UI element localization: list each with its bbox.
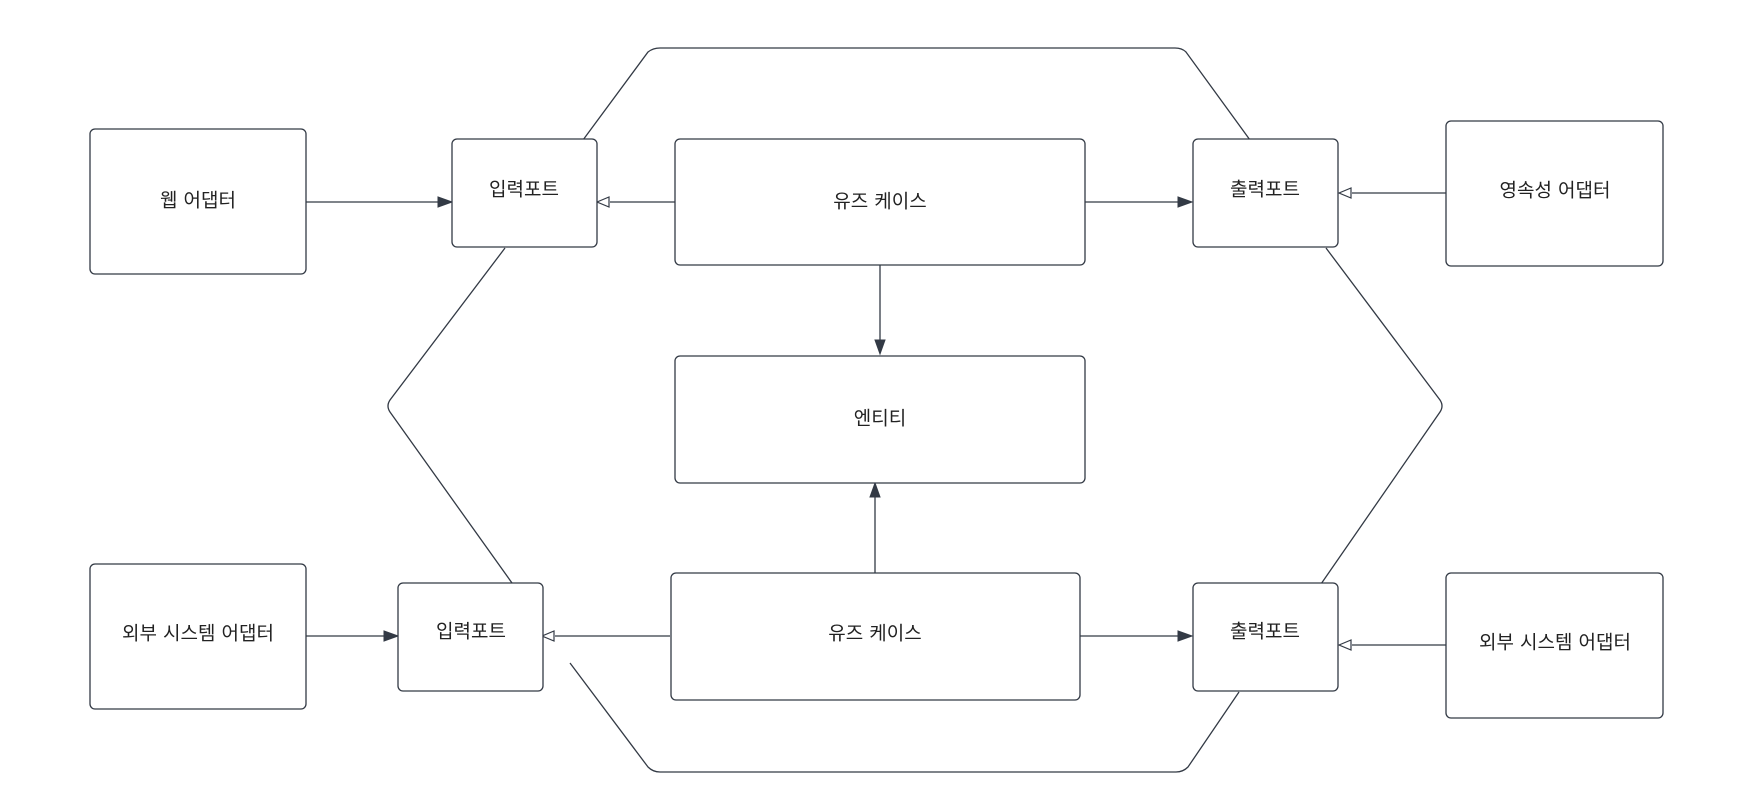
hexagon-upper-left-edge — [387, 247, 513, 584]
node-label: 입력포트 — [436, 621, 506, 643]
node-label: 외부 시스템 어댑터 — [122, 623, 274, 645]
node-box — [674, 138, 1086, 266]
node-label: 출력포트 — [1230, 179, 1300, 201]
node-output-port-top: 출력포트 — [1192, 138, 1339, 248]
node-web-adapter: 웹 어댑터 — [89, 128, 307, 275]
node-label: 입력포트 — [489, 179, 559, 201]
arrowhead-filled — [869, 481, 881, 498]
node-label: 유즈 케이스 — [828, 623, 921, 645]
node-box — [674, 355, 1086, 484]
node-label: 유즈 케이스 — [833, 191, 926, 213]
node-box — [1192, 582, 1339, 692]
node-entity: 엔티티 — [674, 355, 1086, 484]
hexagon-bottom-edge — [569, 662, 1240, 773]
node-label: 웹 어댑터 — [160, 190, 236, 212]
node-box — [397, 582, 544, 692]
arrowhead-filled — [383, 630, 400, 642]
hexagon-top-edge — [582, 47, 1251, 141]
hexagon-boundary — [387, 47, 1443, 773]
node-label: 외부 시스템 어댑터 — [1479, 632, 1631, 654]
arrowhead-hollow — [540, 630, 555, 642]
arrowhead-hollow — [1337, 187, 1352, 199]
arrowhead-filled — [437, 196, 454, 208]
arrowhead-filled — [1177, 630, 1194, 642]
node-input-port-bottom: 입력포트 — [397, 582, 544, 692]
node-box — [89, 563, 307, 710]
arrowhead-filled — [1177, 196, 1194, 208]
node-external-adapter-left: 외부 시스템 어댑터 — [89, 563, 307, 710]
node-label: 엔티티 — [854, 408, 906, 430]
arrowhead-hollow — [1337, 639, 1352, 651]
node-input-port-top: 입력포트 — [451, 138, 598, 248]
node-usecase-top: 유즈 케이스 — [674, 138, 1086, 266]
hexagon-upper-right-edge — [1320, 247, 1443, 585]
node-box — [1445, 120, 1664, 267]
node-persistence-adapter: 영속성 어댑터 — [1445, 120, 1664, 267]
node-label: 출력포트 — [1230, 621, 1300, 643]
arrowhead-hollow — [595, 196, 610, 208]
node-box — [451, 138, 598, 248]
node-box — [1192, 138, 1339, 248]
node-usecase-bottom: 유즈 케이스 — [670, 572, 1081, 701]
node-box — [89, 128, 307, 275]
node-external-adapter-right: 외부 시스템 어댑터 — [1445, 572, 1664, 719]
node-box — [670, 572, 1081, 701]
edges — [305, 187, 1446, 651]
node-label: 영속성 어댑터 — [1500, 180, 1611, 202]
arrowhead-filled — [874, 339, 886, 356]
node-output-port-bottom: 출력포트 — [1192, 582, 1339, 692]
node-box — [1445, 572, 1664, 719]
